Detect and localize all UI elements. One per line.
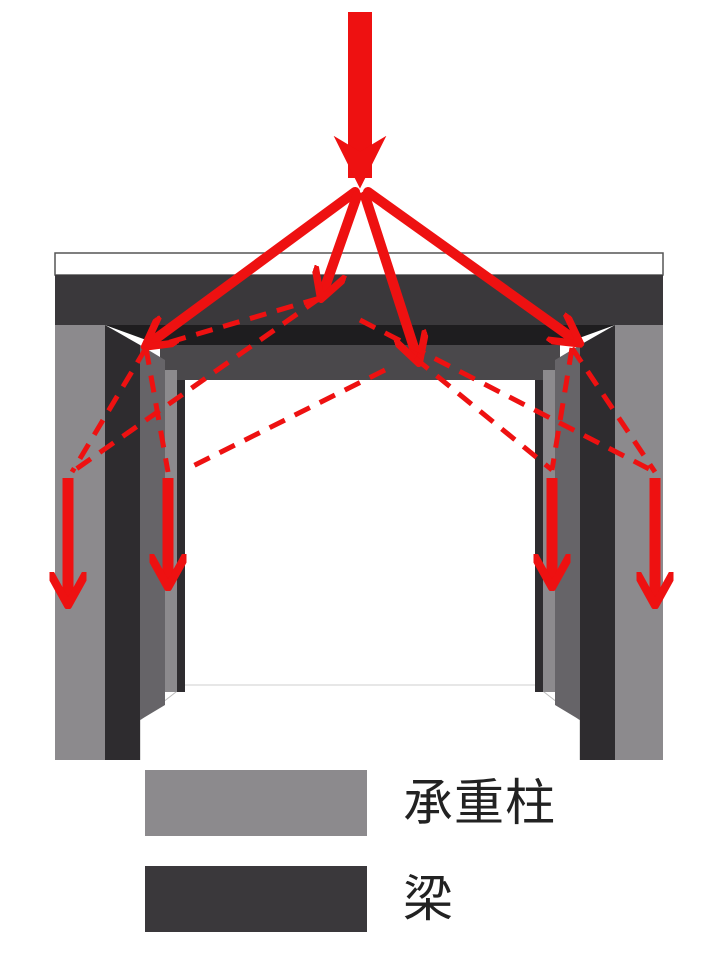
legend-item-column: 承重柱: [0, 770, 720, 840]
load-path-diagram: [0, 12, 720, 760]
front-beam: [55, 275, 663, 325]
load-arrow-mid-right: [360, 191, 417, 357]
dashed-path-right-corner-inner: [549, 347, 575, 471]
legend-swatch-column: [145, 770, 367, 836]
dashed-path-right-corner-outer: [569, 346, 658, 474]
interior-opening: [185, 380, 535, 685]
legend-label-beam: 梁: [403, 870, 454, 928]
legend-item-beam: 梁: [0, 866, 720, 936]
right-back-column-shade: [535, 380, 543, 692]
dashed-path-center-right: [413, 356, 554, 472]
legend-swatch-beam: [145, 866, 367, 932]
back-beam: [160, 345, 560, 380]
right-column-inner-face: [580, 325, 615, 760]
left-column-inner-face: [105, 325, 140, 760]
beam-underside: [105, 325, 615, 345]
dashed-path-left-outer-drop: [69, 346, 149, 474]
right-inner-column: [555, 345, 580, 720]
dashed-path-back-left: [183, 367, 387, 473]
top-slab: [54, 252, 664, 276]
load-arrow-left-corner: [150, 187, 360, 343]
left-inner-column: [140, 345, 165, 720]
load-arrow-mid-left: [323, 191, 362, 293]
legend-label-column: 承重柱: [403, 774, 556, 832]
dashed-path-left-inner-drop: [143, 347, 171, 473]
dashed-path-left-to-column: [70, 295, 322, 475]
load-arrow-right-corner: [363, 187, 575, 340]
left-back-column-shade: [177, 380, 185, 692]
